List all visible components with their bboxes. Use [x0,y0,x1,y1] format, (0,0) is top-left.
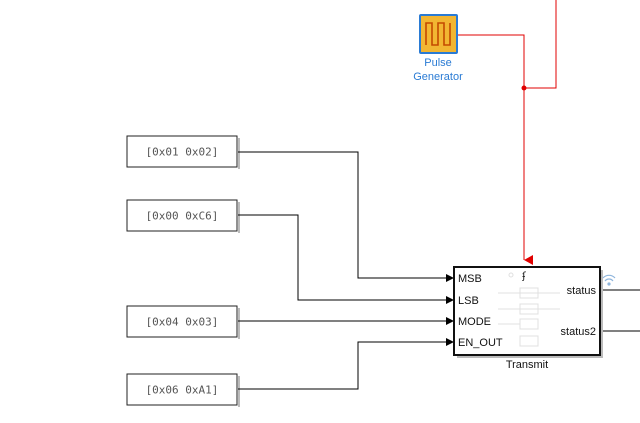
trigger-line-branch[interactable] [524,0,557,89]
constant-value: [0x00 0xC6] [146,210,219,223]
transmit-block-label: Transmit [506,359,548,371]
input-port-en-out: EN_OUT [458,337,503,349]
signal-line-msb[interactable] [238,151,454,282]
block-shadow [238,138,240,169]
constant-block-3[interactable]: [0x04 0x03] [126,305,240,339]
signal-lines[interactable] [238,151,640,390]
block-shadow [238,308,240,339]
wireless-icon [602,274,616,286]
pulse-generator-label-1: Pulse [424,57,452,69]
block-shadow [238,202,240,233]
constant-block-body[interactable] [126,135,238,168]
output-port-status: status [567,285,597,297]
constant-value: [0x01 0x02] [146,146,219,159]
output-port-status2: status2 [561,326,596,338]
trigger-signal-lines[interactable] [458,0,557,265]
signal-line-en-out[interactable] [238,338,454,390]
subsystem-preview [498,272,560,347]
constant-block-2[interactable]: [0x00 0xC6] [126,199,240,233]
constant-block-body[interactable] [126,199,238,232]
pulse-generator-label-2: Generator [413,71,463,83]
constant-block-body[interactable] [126,373,238,406]
trigger-line-pulse[interactable] [458,34,533,265]
block-shadow [238,376,240,407]
constant-value: [0x06 0xA1] [146,384,219,397]
transmit-block[interactable]: ʄ MSB LSB MODE EN_OUT status status2 Tra… [453,266,616,371]
pulse-generator-block[interactable]: Pulse Generator [413,14,463,83]
input-port-mode: MODE [458,316,491,328]
input-port-lsb: LSB [458,295,479,307]
input-port-msb: MSB [458,273,482,285]
constant-block-1[interactable]: [0x01 0x02] [126,135,240,169]
pulse-wave-icon [425,22,451,46]
transmit-block-body[interactable] [453,266,601,356]
trigger-edge-icon: ʄ [521,271,526,282]
branch-point [521,85,527,91]
constant-block-4[interactable]: [0x06 0xA1] [126,373,240,407]
constant-block-body[interactable] [126,305,238,338]
signal-line-lsb[interactable] [238,214,454,304]
constant-value: [0x04 0x03] [146,316,219,329]
